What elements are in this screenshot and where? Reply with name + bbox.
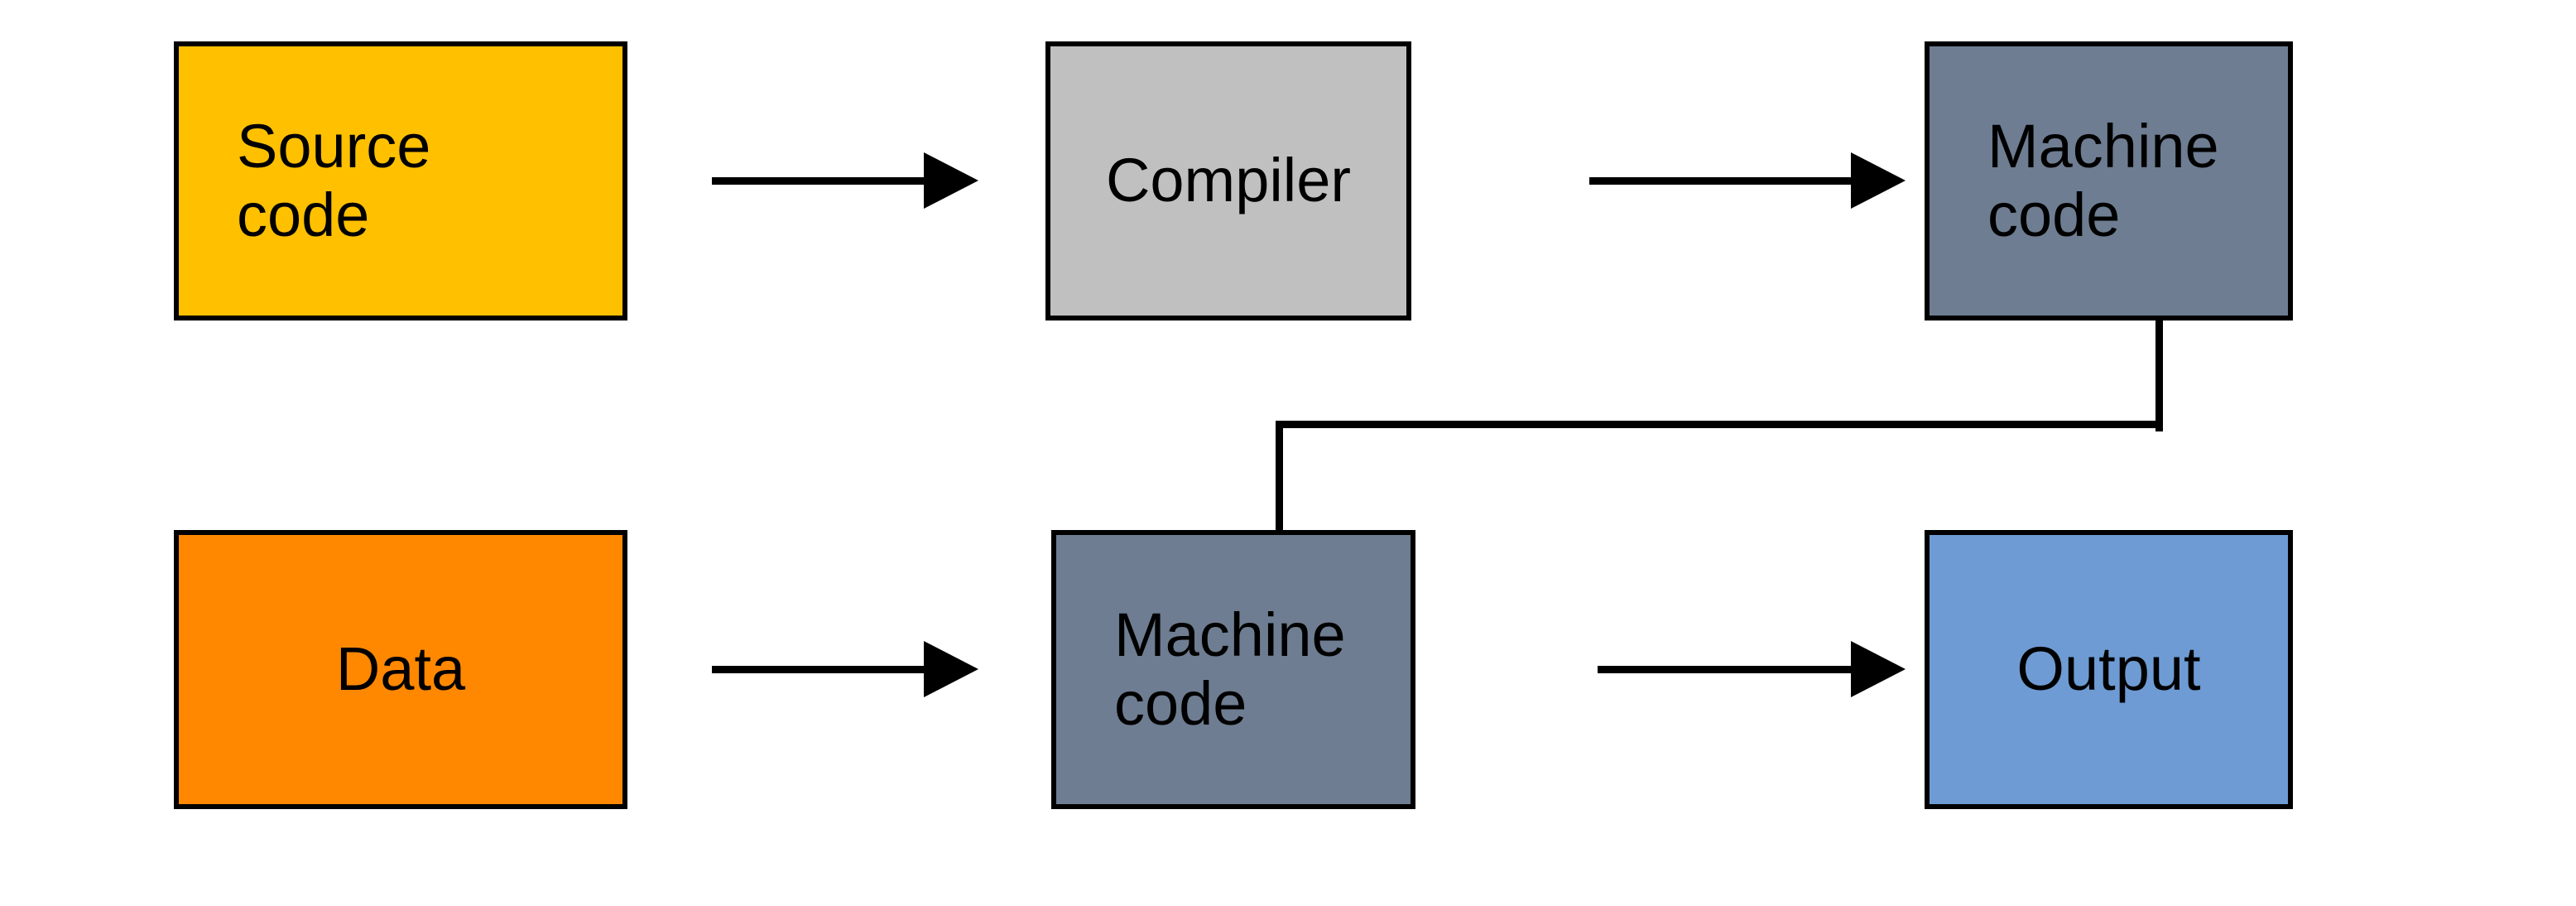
node-compiler-label: Compiler	[1105, 146, 1352, 215]
node-output-label: Output	[2016, 634, 2201, 704]
node-machine-code-bottom-label: Machine code	[1114, 600, 1346, 738]
arrow-shaft	[1589, 177, 1851, 185]
connector-segment-down-right	[2155, 320, 2163, 431]
node-machine-code-top[interactable]: Machine code	[1925, 41, 2293, 320]
node-machine-code-top-label: Machine code	[1987, 111, 2219, 249]
connector-segment-across	[1275, 420, 2163, 428]
node-data-label: Data	[335, 634, 466, 704]
node-source-code-label: Source code	[237, 111, 431, 249]
arrow-head-icon	[1851, 152, 1906, 209]
node-machine-code-bottom[interactable]: Machine code	[1051, 530, 1415, 809]
node-compiler[interactable]: Compiler	[1045, 41, 1411, 320]
arrow-head-icon	[924, 152, 978, 209]
arrow-head-icon	[924, 641, 978, 697]
arrow-shaft	[712, 666, 924, 673]
connector-segment-down-left	[1275, 420, 1283, 534]
arrow-shaft	[712, 177, 924, 185]
node-output[interactable]: Output	[1925, 530, 2293, 809]
arrow-head-icon	[1851, 641, 1906, 697]
node-data[interactable]: Data	[174, 530, 627, 809]
arrow-shaft	[1598, 666, 1851, 673]
node-source-code[interactable]: Source code	[174, 41, 627, 320]
